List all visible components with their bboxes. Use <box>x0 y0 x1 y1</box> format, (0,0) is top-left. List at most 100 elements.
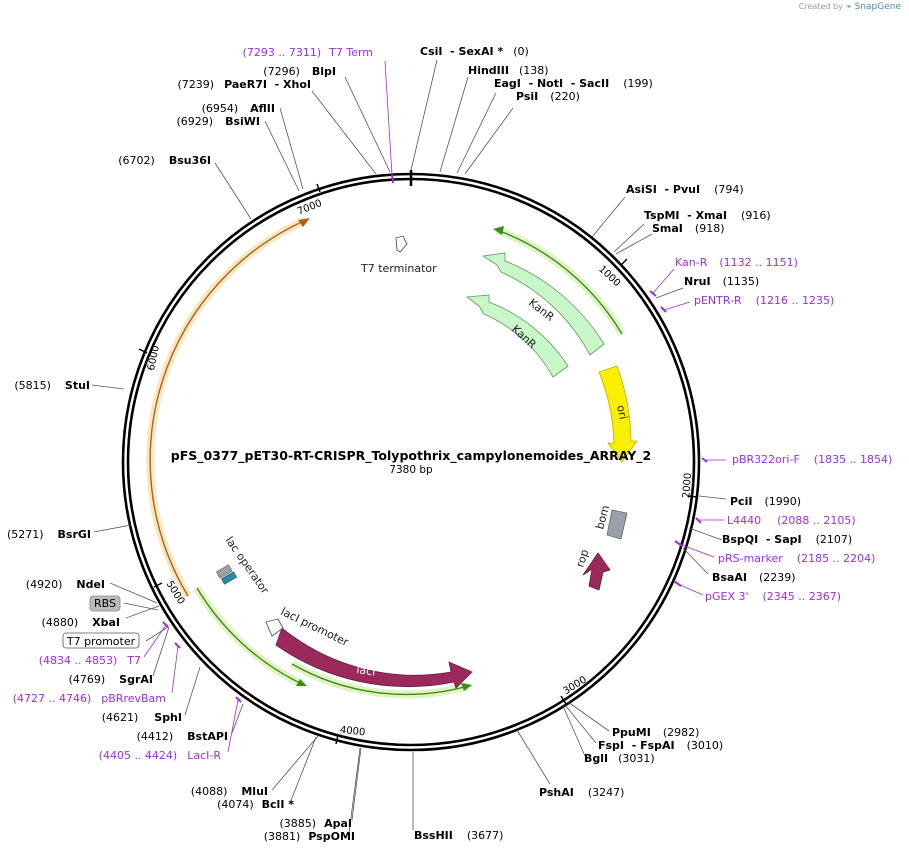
leader-bsrgi <box>93 524 132 533</box>
enzyme-label-apai: (3885)ApaI <box>280 817 352 830</box>
leader-eag <box>456 92 497 174</box>
tick-label-4000: 4000 <box>339 725 365 739</box>
rop-label: rop <box>573 548 591 569</box>
primer-markers <box>162 174 708 703</box>
tick-mark-2000 <box>687 495 698 498</box>
leader-bstapi <box>231 703 244 734</box>
leader-pbrrev <box>171 645 179 694</box>
leader-tspmi <box>613 223 645 253</box>
rbs-box <box>89 595 121 612</box>
snapgene-credit: Created by ❧ SnapGene <box>799 2 901 12</box>
primer-marker-pbrrev <box>174 642 181 649</box>
primer-label-pgex: pGEX 3'(2345 .. 2367) <box>705 590 841 603</box>
leader-pcii <box>698 495 727 500</box>
leader-pentr <box>663 301 691 311</box>
leader-t7-promoter <box>145 626 169 642</box>
laci-promoter-arrow <box>265 618 284 637</box>
leader-asisi <box>591 196 626 238</box>
leader-stui <box>91 384 125 390</box>
orf-bottom-left-arrowhead-icon <box>296 679 307 686</box>
kanr-outer-arrow <box>481 252 605 356</box>
leader-blpi <box>344 76 391 173</box>
orf-bottom-arrowhead-icon <box>461 683 472 691</box>
plasmid-size: 7380 bp <box>389 464 433 476</box>
tick-mark-7000 <box>316 183 321 193</box>
orf-right-arrowhead-icon <box>493 226 504 235</box>
leader-xbai <box>125 605 160 619</box>
rop-arrow <box>582 552 611 591</box>
t7-promoter-box <box>62 632 140 649</box>
primer-marker-t7term <box>391 174 394 184</box>
leader-fspi <box>564 704 597 744</box>
leader-ppumi <box>567 701 610 732</box>
enzyme-label-bsiwi: (6929)BsiWI <box>176 115 260 128</box>
primer-label-pbr322: pBR322ori-F(1835 .. 1854) <box>732 453 892 466</box>
leader-sphi <box>184 666 201 716</box>
enzyme-label-xbai: (4880)XbaI <box>42 616 120 629</box>
ori-label: ori <box>614 404 630 421</box>
tick-mark-1000 <box>620 258 628 266</box>
features: KanR KanR ori bom rop lacI lacI promoter… <box>146 216 638 699</box>
credit-prefix: Created by <box>798 2 843 11</box>
primer-label-pentr: pENTR-R(1216 .. 1235) <box>694 294 834 307</box>
leader-bgli <box>562 705 586 757</box>
leader-t7-primer <box>143 624 167 658</box>
leader-psi <box>464 107 514 175</box>
leader-nrui <box>655 287 684 299</box>
boxed-labels: RBS T7 promoter <box>62 595 140 649</box>
enzyme-label-psi: PsiI(220) <box>516 90 580 103</box>
enzyme-label-bspqi: BspQI - SapI(2107) <box>722 533 852 546</box>
primer-label-t7: (4834 .. 4853)T7 <box>39 654 141 667</box>
enzyme-label-ppumi: PpuMI(2982) <box>612 726 699 739</box>
primer-label-t7term: (7293 .. 7311)T7 Term <box>243 46 373 59</box>
credit-brand: SnapGene <box>854 2 901 12</box>
t7-promoter-label: T7 promoter <box>66 635 136 648</box>
enzyme-label-csi: CsiI - SexAI *(0) <box>420 45 529 58</box>
primer-label-kanr: Kan-R(1132 .. 1151) <box>675 256 798 269</box>
leader-prs <box>678 543 715 558</box>
enzyme-label-bsrgi: (5271)BsrGI <box>7 528 91 541</box>
tick-mark-5000 <box>153 582 163 588</box>
tick-label-2000: 2000 <box>681 472 694 498</box>
tick-mark-4000 <box>335 734 339 745</box>
leader-rbs <box>123 602 159 611</box>
leader-bcli <box>289 736 317 804</box>
lac-operator-inner-box <box>220 571 238 585</box>
kanr-inner-arrow <box>465 294 569 378</box>
leader-t7term <box>384 60 393 176</box>
enzyme-label-ndei: (4920)NdeI <box>26 578 105 591</box>
leader-bspqi <box>688 527 723 541</box>
enzyme-label-bcli: (4074)BclI * <box>217 798 294 811</box>
primer-marker-l4440 <box>695 517 702 524</box>
leader-kanr-primer <box>652 268 675 294</box>
orf-left-arrowhead-icon <box>298 218 310 227</box>
enzyme-labels: CsiI - SexAI *(0) HindIII(138) EagI - No… <box>7 45 852 843</box>
primer-leader-lines <box>143 60 726 753</box>
leader-bsiwi <box>264 120 300 192</box>
leader-aflii <box>279 107 304 190</box>
bom-box <box>606 509 628 540</box>
enzyme-label-pshai: PshAI(3247) <box>539 786 624 799</box>
tick-mark-3000 <box>560 695 567 705</box>
enzyme-label-bsu36i: (6702)Bsu36I <box>118 154 211 167</box>
enzyme-label-bgli: BglI(3031) <box>584 752 655 765</box>
leader-lines <box>91 59 727 834</box>
t7-terminator-label: T7 terminator <box>360 262 437 275</box>
enzyme-label-pcii: PciI(1990) <box>730 495 801 508</box>
tick-mark-6000 <box>138 348 148 354</box>
enzyme-label-blpi: (7296)BlpI <box>263 65 336 78</box>
leader-paer7i <box>311 90 377 175</box>
enzyme-label-asisi: AsiSI - PvuI(794) <box>626 183 744 196</box>
enzyme-label-hind: HindIII(138) <box>468 64 549 77</box>
enzyme-label-stui: (5815)StuI <box>14 379 90 392</box>
leader-laci-r <box>227 699 239 753</box>
enzyme-label-nrui: NruI(1135) <box>684 275 759 288</box>
leader-pspomi <box>348 747 361 834</box>
enzyme-label-eag: EagI - NotI - SacII(199) <box>494 77 653 90</box>
enzyme-label-pspomi: (3881)PspOMI <box>264 830 355 843</box>
primer-marker-kanr <box>649 290 657 297</box>
t7-terminator-arrow <box>395 235 408 253</box>
primer-labels: (7293 .. 7311)T7 Term Kan-R(1132 .. 1151… <box>13 46 893 762</box>
primer-label-laci-r: (4405 .. 4424)LacI-R <box>99 749 222 762</box>
